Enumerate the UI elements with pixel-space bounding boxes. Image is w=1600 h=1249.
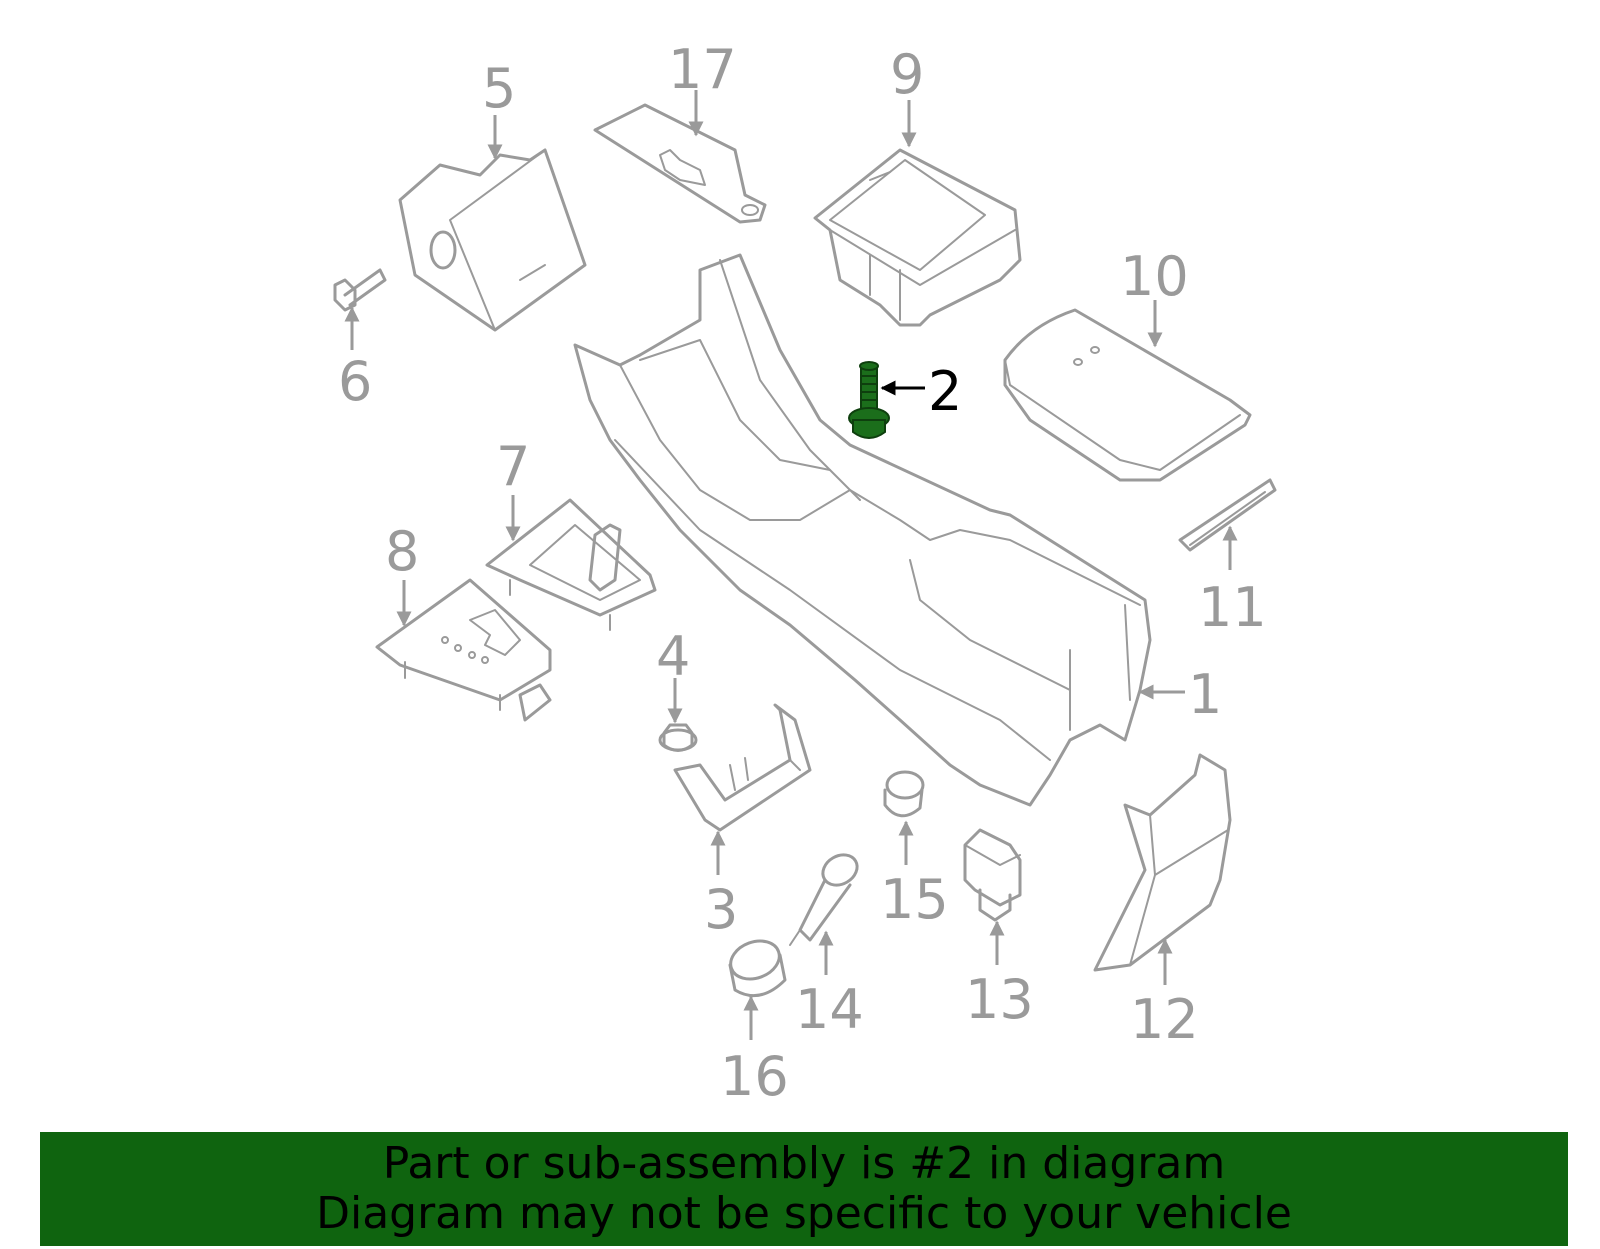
callout-15: 15 bbox=[880, 868, 949, 931]
part-1-console-body bbox=[573, 253, 1152, 807]
banner-line-disclaimer: Diagram may not be specific to your vehi… bbox=[316, 1188, 1292, 1239]
part-5-trim-panel bbox=[398, 148, 587, 332]
part-17-bracket bbox=[593, 103, 767, 224]
part-12-side-panel bbox=[1093, 753, 1232, 972]
callout-10: 10 bbox=[1120, 245, 1189, 308]
parts-diagram: 1 2 3 4 5 6 7 8 9 10 11 12 13 14 15 16 1… bbox=[333, 38, 1277, 1108]
part-9-storage-box bbox=[813, 148, 1022, 327]
callout-14: 14 bbox=[795, 978, 864, 1041]
callout-11: 11 bbox=[1198, 576, 1267, 639]
part-15-grommet bbox=[883, 770, 925, 818]
part-11-trim-strip bbox=[1178, 478, 1277, 552]
callout-arrows bbox=[344, 90, 1238, 1040]
callout-8: 8 bbox=[385, 520, 419, 583]
callout-7: 7 bbox=[496, 435, 530, 498]
part-4-nut bbox=[658, 723, 698, 752]
callout-labels: 1 2 3 4 5 6 7 8 9 10 11 12 13 14 15 16 1… bbox=[338, 38, 1267, 1108]
part-14-socket bbox=[789, 853, 859, 946]
callout-3: 3 bbox=[704, 878, 738, 941]
callout-16: 16 bbox=[720, 1045, 789, 1108]
part-2-bolt bbox=[848, 361, 890, 439]
callout-2: 2 bbox=[928, 360, 962, 423]
part-13-switch bbox=[963, 828, 1022, 922]
info-banner: Part or sub-assembly is #2 in diagram Di… bbox=[40, 1132, 1568, 1246]
callout-5: 5 bbox=[482, 57, 516, 120]
part-6-bolt bbox=[333, 268, 387, 312]
callout-13: 13 bbox=[965, 968, 1034, 1031]
part-16-cup bbox=[728, 939, 787, 998]
callout-9: 9 bbox=[890, 43, 924, 106]
part-8-shift-plate bbox=[375, 578, 552, 722]
callout-6: 6 bbox=[338, 350, 372, 413]
part-7-shift-boot bbox=[485, 498, 657, 631]
banner-line-part: Part or sub-assembly is #2 in diagram bbox=[382, 1138, 1226, 1189]
part-10-armrest-lid bbox=[1003, 308, 1252, 482]
part-3-bracket bbox=[673, 703, 812, 832]
callout-12: 12 bbox=[1130, 988, 1199, 1051]
callout-4: 4 bbox=[656, 625, 690, 688]
callout-1: 1 bbox=[1188, 663, 1222, 726]
callout-17: 17 bbox=[668, 38, 737, 101]
